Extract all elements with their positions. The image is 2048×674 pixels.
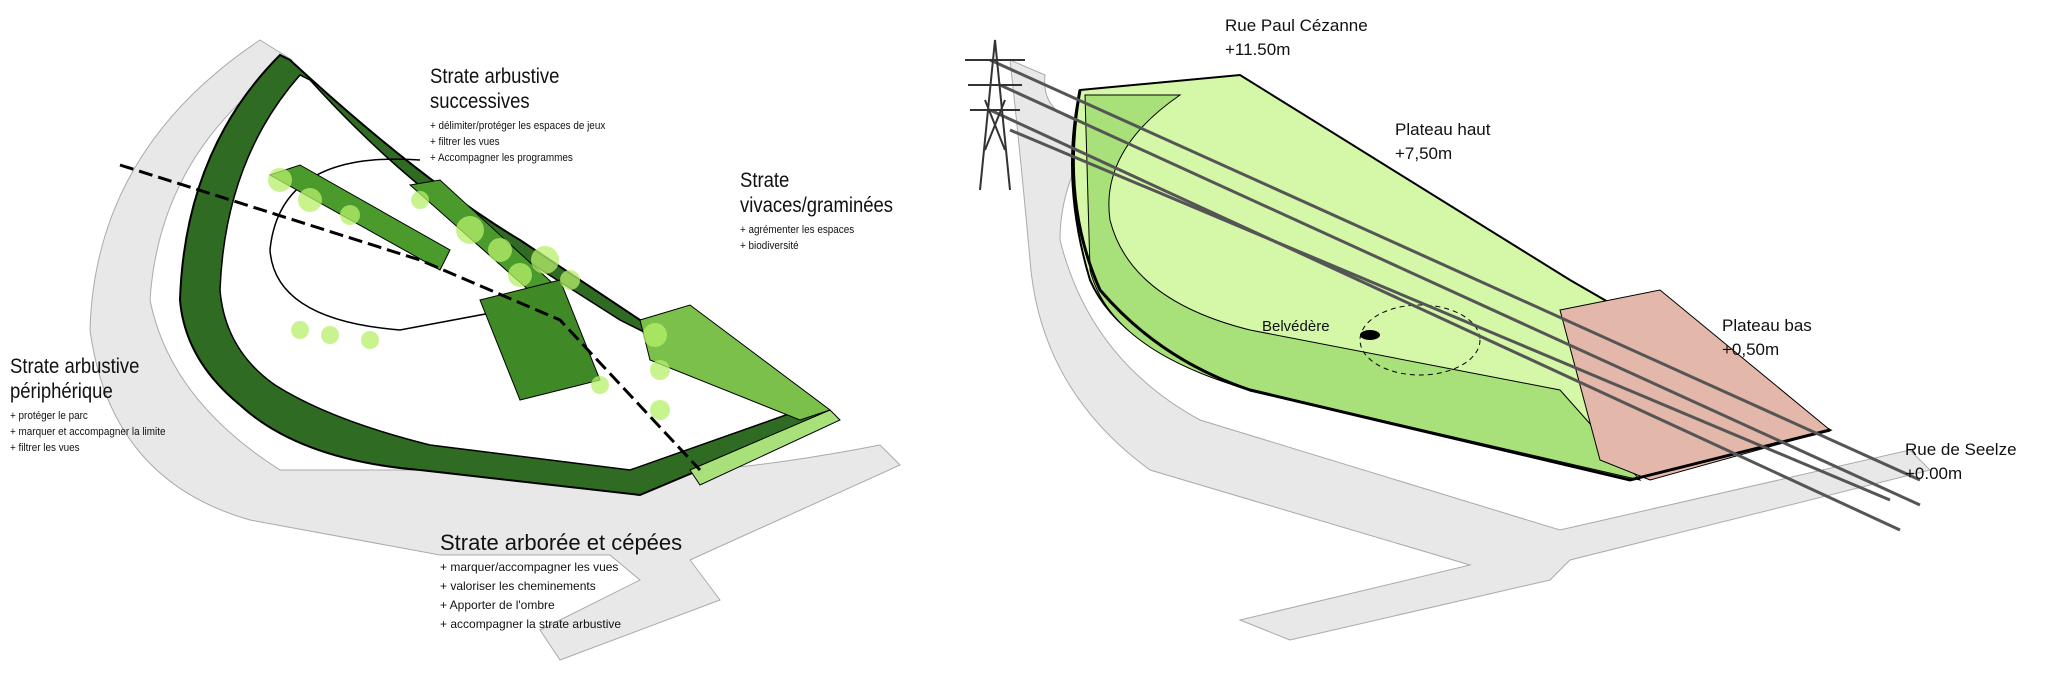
label-title: Strate arbustive (10, 355, 140, 378)
label-rue-paul-cezanne: Rue Paul Cézanne +11.50m (1225, 14, 1368, 62)
label-plateau-haut: Plateau haut +7,50m (1395, 118, 1490, 166)
pylon-icon (965, 39, 1025, 191)
label-item: + agrémenter les espaces (740, 224, 855, 236)
label-item: + valoriser les cheminements (440, 579, 596, 593)
label-item: + Accompagner les programmes (430, 152, 573, 164)
label-title: successives (430, 90, 530, 113)
belvedere-view (1359, 304, 1481, 376)
label-item: + délimiter/protéger les espaces de jeux (430, 120, 606, 132)
label-item: + Apporter de l'ombre (440, 598, 555, 612)
label-strate-arbustive-successives: Strate arbustive successives + délimiter… (430, 64, 625, 166)
label-strate-peripherique: Strate arbustive périphérique + protéger… (10, 354, 183, 456)
label-plateau-bas: Plateau bas +0,50m (1722, 314, 1812, 362)
street-name: Rue Paul Cézanne (1225, 16, 1368, 35)
label-item: + protéger le parc (10, 410, 88, 422)
label-item: + marquer/accompagner les vues (440, 560, 619, 574)
label-title: Strate arbustive (430, 65, 560, 88)
street-elevation: +0.00m (1905, 464, 1963, 483)
oval-path (269, 158, 561, 331)
power-lines (989, 58, 1921, 532)
light-strip (689, 409, 841, 486)
road-left (89, 39, 901, 661)
plateau-name: Plateau haut (1395, 120, 1491, 139)
label-title: vivaces/graminées (740, 194, 894, 217)
plateau-name: Plateau bas (1722, 316, 1812, 335)
label-item: + biodiversité (740, 240, 799, 252)
label-strate-arboree: Strate arborée et cépées + marquer/accom… (440, 530, 682, 634)
belvedere-marker (1360, 330, 1380, 340)
label-item: + filtrer les vues (10, 442, 80, 454)
slope-band (1084, 94, 1642, 481)
label-belvedere: Belvédère (1262, 318, 1330, 335)
label-item: + filtrer les vues (430, 136, 500, 148)
label-strate-vivaces: Strate vivaces/graminées + agrémenter le… (740, 168, 914, 254)
plateau-elevation: +7,50m (1395, 144, 1453, 163)
dashed-path (119, 163, 702, 472)
site-edge (1071, 89, 1831, 482)
label-title: périphérique (10, 380, 113, 403)
meadow-zone (639, 304, 832, 421)
label-item: + accompagner la strate arbustive (440, 617, 622, 631)
label-title: Strate arborée et cépées (440, 530, 683, 555)
street-name: Rue de Seelze (1905, 440, 2017, 459)
street-elevation: +11.50m (1225, 40, 1291, 59)
label-title: Strate (740, 169, 790, 192)
tree-icons (268, 168, 670, 420)
plateau-elevation: +0,50m (1722, 340, 1780, 359)
label-item: + marquer et accompagner la limite (10, 426, 166, 438)
label-rue-de-seelze: Rue de Seelze +0.00m (1905, 438, 2017, 486)
